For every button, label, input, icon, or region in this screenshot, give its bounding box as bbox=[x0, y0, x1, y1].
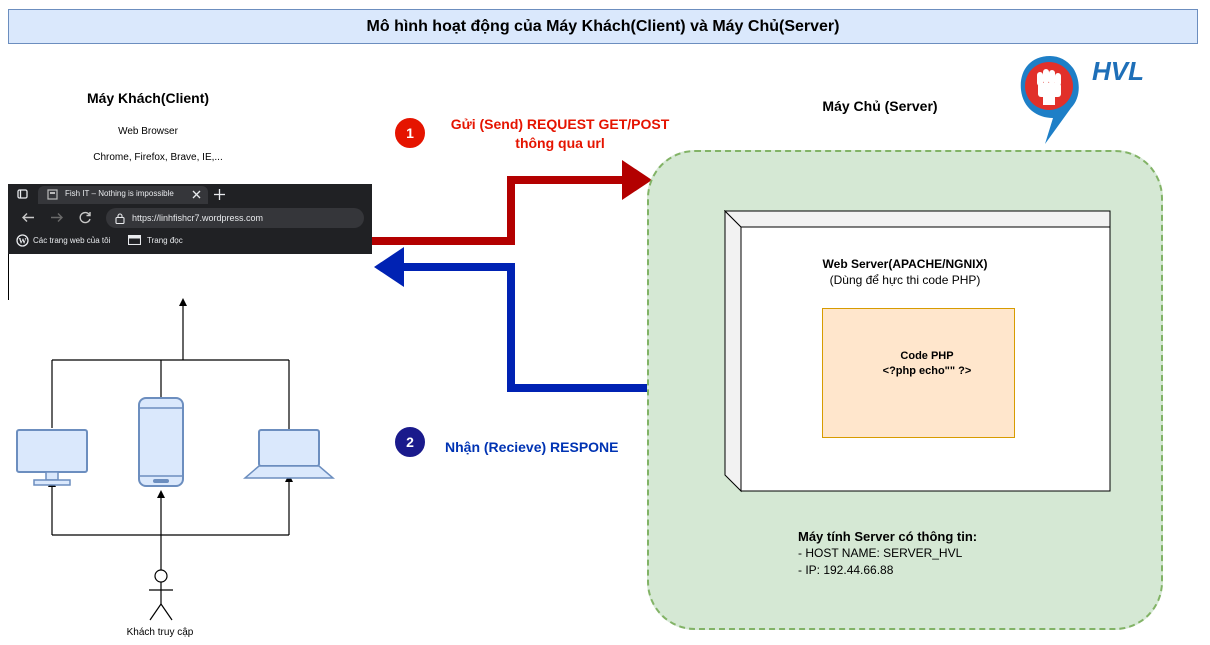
php-code: <?php echo"" ?> bbox=[882, 365, 972, 377]
svg-text:W: W bbox=[19, 237, 27, 246]
wordpress-icon: W bbox=[16, 234, 29, 247]
browser-window: Fish IT – Nothing is impossible https://… bbox=[8, 184, 372, 254]
raised-fist-icon bbox=[1020, 56, 1079, 144]
request-label-line2: thông qua url bbox=[515, 135, 605, 151]
diagram-title: Mô hình hoạt động của Máy Khách(Client) … bbox=[8, 9, 1198, 44]
logo-text: HVL bbox=[1092, 56, 1144, 86]
address-url: https://linhfishcr7.wordpress.com bbox=[132, 213, 264, 223]
forward-icon[interactable] bbox=[50, 212, 64, 223]
browser-tab-row: Fish IT – Nothing is impossible bbox=[8, 184, 372, 204]
server-info-title: Máy tính Server có thông tin: bbox=[798, 529, 978, 544]
server-info-host: - HOST NAME: SERVER_HVL bbox=[798, 546, 963, 560]
web-server-subtitle: (Dùng để hực thi code PHP) bbox=[829, 273, 981, 287]
request-arrow bbox=[372, 176, 622, 245]
step-1-badge: 1 bbox=[393, 116, 427, 150]
response-arrow bbox=[404, 263, 648, 392]
user-label: Khách truy cập bbox=[126, 627, 194, 638]
bookmark-my-sites[interactable]: Các trang web của tôi bbox=[33, 236, 111, 245]
browser-frame-edge bbox=[8, 254, 9, 300]
laptop-icon bbox=[242, 429, 336, 479]
smartphone-icon bbox=[138, 397, 184, 487]
lock-icon[interactable] bbox=[115, 213, 125, 224]
tab-actions-icon[interactable] bbox=[17, 189, 29, 200]
browser-tab[interactable]: Fish IT – Nothing is impossible bbox=[38, 186, 208, 204]
address-bar[interactable]: https://linhfishcr7.wordpress.com bbox=[106, 208, 364, 228]
php-code-box bbox=[822, 308, 1015, 438]
php-title: Code PHP bbox=[900, 350, 954, 362]
back-icon[interactable] bbox=[21, 212, 35, 223]
web-server-title: Web Server(APACHE/NGNIX) bbox=[822, 257, 988, 271]
new-tab-icon[interactable] bbox=[214, 189, 225, 200]
reload-icon[interactable] bbox=[79, 211, 92, 224]
server-heading: Máy Chủ (Server) bbox=[822, 98, 938, 114]
browser-list: Chrome, Firefox, Brave, IE,... bbox=[93, 152, 223, 163]
step-2-badge: 2 bbox=[393, 425, 427, 459]
response-label: Nhận (Recieve) RESPONE bbox=[445, 439, 619, 455]
monitor-icon bbox=[16, 429, 88, 486]
diagram-title-text: Mô hình hoạt động của Máy Khách(Client) … bbox=[366, 17, 840, 35]
close-tab-icon[interactable] bbox=[192, 190, 201, 199]
client-devices-diagram bbox=[16, 298, 336, 621]
site-favicon-icon bbox=[47, 189, 58, 200]
reader-icon bbox=[128, 235, 141, 245]
request-response-arrows bbox=[372, 160, 652, 392]
tab-title: Fish IT – Nothing is impossible bbox=[65, 189, 174, 198]
browser-label: Web Browser bbox=[118, 126, 178, 137]
request-label-line1: Gửi (Send) REQUEST GET/POST bbox=[450, 116, 670, 132]
bookmark-reader[interactable]: Trang đọc bbox=[147, 236, 183, 245]
server-info-ip: - IP: 192.44.66.88 bbox=[798, 563, 894, 577]
client-heading: Máy Khách(Client) bbox=[86, 90, 210, 106]
user-stick-figure-icon bbox=[149, 569, 173, 621]
request-label: Gửi (Send) REQUEST GET/POST thông qua ur… bbox=[425, 115, 695, 153]
